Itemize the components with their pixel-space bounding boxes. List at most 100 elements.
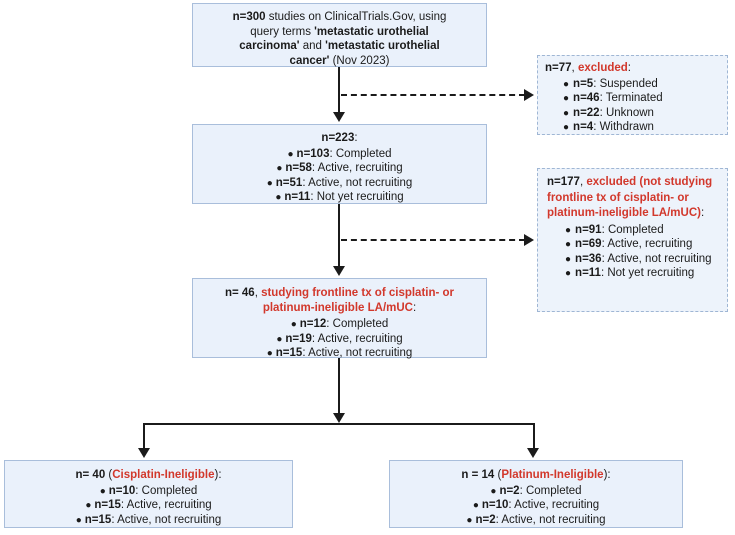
- screened-line1-rest: studies on ClinicalTrials.Gov, using: [265, 11, 447, 23]
- node-excluded-77: n=77, excluded: ●n=5: Suspended ●n=46: T…: [537, 55, 728, 135]
- excluded-177-n: n=177: [547, 176, 580, 188]
- list-item: ●n=15: Active, recruiting: [85, 499, 212, 511]
- eligible-223-list: ●n=103: Completed ●n=58: Active, recruit…: [201, 147, 478, 205]
- screened-query-2b: cancer': [289, 54, 333, 67]
- connector-excluded-2: [341, 239, 525, 241]
- excluded-177-label: excluded (not studying frontline tx of c…: [547, 176, 713, 219]
- excluded-77-list: ●n=5: Suspended ●n=46: Terminated ●n=22:…: [545, 77, 720, 135]
- bullet-dot-icon: ●: [466, 514, 473, 526]
- excluded-77-label: excluded: [577, 62, 628, 74]
- list-item: ●n=58: Active, recruiting: [276, 162, 403, 174]
- arrowhead-split-left: [137, 448, 150, 458]
- screened-n: n=300: [232, 11, 266, 23]
- cisplatin-label: Cisplatin-Ineligible: [112, 469, 215, 481]
- eligible-223-header: n=223:: [321, 132, 358, 144]
- bullet-dot-icon: ●: [565, 268, 572, 279]
- connector-excluded-1: [341, 94, 525, 96]
- screened-date: (Nov 2023): [332, 54, 390, 67]
- arrowhead-223-to-46: [332, 266, 345, 276]
- bullet-dot-icon: ●: [472, 500, 479, 511]
- bullet-dot-icon: ●: [290, 319, 297, 330]
- screened-query-2a: 'metastatic urothelial: [325, 40, 440, 52]
- node-eligible-223: n=223: ●n=103: Completed ●n=58: Active, …: [192, 124, 487, 204]
- bullet-dot-icon: ●: [563, 78, 570, 90]
- list-item: ●n=11: Not yet recruiting: [565, 267, 695, 279]
- list-item: ●n=46: Terminated: [563, 92, 663, 104]
- screened-line2-plain: query terms: [250, 25, 315, 38]
- list-item: ●n=2: Active, not recruiting: [466, 513, 606, 526]
- cisplatin-n: n= 40: [75, 469, 106, 481]
- arrowhead-excluded-1: [524, 88, 534, 101]
- list-item: ●n=12: Completed: [290, 318, 389, 330]
- bullet-dot-icon: ●: [287, 148, 294, 160]
- bullet-dot-icon: ●: [276, 163, 283, 174]
- bullet-dot-icon: ●: [266, 177, 273, 189]
- bullet-dot-icon: ●: [85, 500, 92, 511]
- list-item: ●n=19: Active, recruiting: [276, 332, 403, 345]
- bullet-dot-icon: ●: [563, 93, 570, 104]
- excluded-177-list: ●n=91: Completed ●n=69: Active, recruiti…: [547, 223, 718, 281]
- cisplatin-header: n= 40 (Cisplatin-Ineligible):: [75, 469, 222, 481]
- arrowhead-split-right: [527, 448, 540, 458]
- platinum-list: ●n=2: Completed ●n=10: Active, recruitin…: [398, 484, 674, 528]
- excluded-77-n: n=77: [545, 62, 572, 74]
- screened-and: and: [302, 40, 326, 52]
- arrowhead-46-to-split: [332, 413, 345, 423]
- excluded-177-header: n=177, excluded (not studying frontline …: [547, 176, 713, 219]
- platinum-header: n = 14 (Platinum-Ineligible):: [461, 469, 611, 481]
- list-item: ●n=22: Unknown: [563, 106, 654, 119]
- cisplatin-list: ●n=10: Completed ●n=15: Active, recruiti…: [13, 484, 284, 528]
- connector-46-to-split: [338, 358, 341, 416]
- included-46-header: n= 46, studying frontline tx of cisplati…: [224, 287, 455, 314]
- split-horizontal-bar: [143, 423, 535, 426]
- bullet-dot-icon: ●: [563, 107, 570, 119]
- connector-split-left: [143, 423, 146, 451]
- bullet-dot-icon: ●: [276, 333, 283, 345]
- excluded-77-header: n=77, excluded:: [545, 62, 631, 74]
- connector-split-right: [532, 423, 535, 451]
- included-46-n: n= 46: [224, 287, 255, 299]
- bullet-dot-icon: ●: [99, 485, 106, 497]
- list-item: ●n=69: Active, recruiting: [565, 238, 693, 250]
- platinum-n: n = 14: [461, 469, 495, 481]
- node-included-46: n= 46, studying frontline tx of cisplati…: [192, 278, 487, 361]
- list-item: ●n=91: Completed: [565, 223, 664, 236]
- list-item: ●n=10: Completed: [99, 484, 198, 497]
- list-item: ●n=4: Withdrawn: [563, 121, 654, 133]
- screened-line1: n=300 studies on ClinicalTrials.Gov, usi…: [233, 11, 447, 23]
- list-item: ●n=10: Active, recruiting: [472, 499, 600, 511]
- bullet-dot-icon: ●: [563, 122, 570, 133]
- node-platinum-ineligible: n = 14 (Platinum-Ineligible): ●n=2: Comp…: [389, 460, 683, 528]
- bullet-dot-icon: ●: [565, 253, 572, 265]
- screened-line2: query terms 'metastatic urothelial: [250, 26, 429, 38]
- list-item: ●n=2: Completed: [490, 484, 582, 497]
- list-item: ●n=36: Active, not recruiting: [565, 252, 712, 265]
- connector-223-to-46: [338, 204, 341, 268]
- included-46-list: ●n=12: Completed ●n=19: Active, recruiti…: [207, 317, 472, 361]
- bullet-dot-icon: ●: [266, 348, 273, 359]
- bullet-dot-icon: ●: [565, 224, 572, 236]
- list-item: ●n=103: Completed: [287, 147, 392, 160]
- bullet-dot-icon: ●: [565, 239, 572, 250]
- screened-query-1a: 'metastatic urothelial: [314, 25, 429, 38]
- list-item: ●n=15: Active, not recruiting: [75, 513, 222, 526]
- bullet-dot-icon: ●: [275, 192, 282, 203]
- included-46-label: studying frontline tx of cisplatin- or p…: [261, 287, 455, 314]
- bullet-dot-icon: ●: [75, 514, 82, 526]
- list-item: ●n=15: Active, not recruiting: [266, 347, 413, 359]
- node-cisplatin-ineligible: n= 40 (Cisplatin-Ineligible): ●n=10: Com…: [4, 460, 293, 528]
- node-screened: n=300 studies on ClinicalTrials.Gov, usi…: [192, 3, 487, 67]
- screened-line4: cancer' (Nov 2023): [290, 55, 390, 67]
- screened-line3: carcinoma' and 'metastatic urothelial: [239, 40, 439, 52]
- arrowhead-screened-to-223: [332, 112, 345, 122]
- list-item: ●n=11: Not yet recruiting: [275, 191, 404, 203]
- screened-query-1b: carcinoma': [239, 40, 303, 52]
- list-item: ●n=51: Active, not recruiting: [266, 176, 413, 189]
- list-item: ●n=5: Suspended: [563, 77, 658, 90]
- platinum-label: Platinum-Ineligible: [501, 469, 604, 481]
- connector-screened-to-223: [338, 67, 341, 114]
- arrowhead-excluded-2: [524, 233, 534, 246]
- eligible-223-n: n=223: [321, 132, 355, 144]
- node-excluded-177: n=177, excluded (not studying frontline …: [537, 168, 728, 312]
